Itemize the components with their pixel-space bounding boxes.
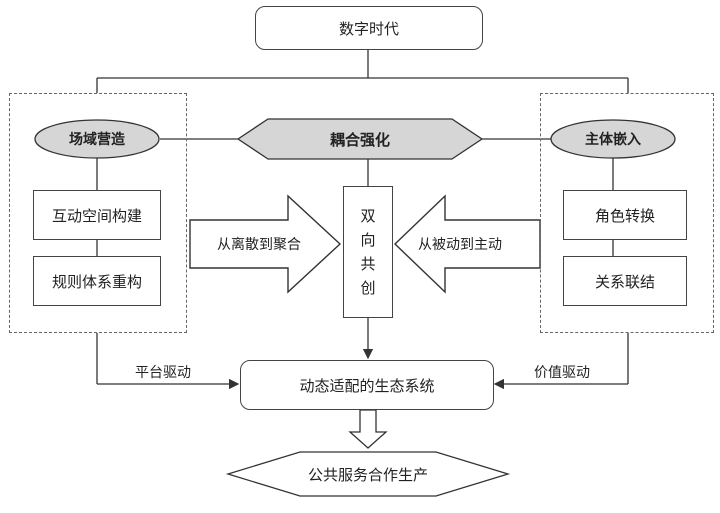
left-item-1-label: 互动空间构建 xyxy=(51,206,142,225)
left-arrow-label: 从离散到聚合 xyxy=(217,237,301,253)
co-creation-char-1: 双 xyxy=(360,207,376,225)
right-item-1: 角色转换 xyxy=(563,190,687,240)
right-arrow-label: 从被动到主动 xyxy=(418,237,502,253)
co-creation-char-3: 共 xyxy=(360,255,376,273)
top-title: 数字时代 xyxy=(338,19,399,38)
co-creation-char-4: 创 xyxy=(360,279,376,297)
output-label: 公共服务合作生产 xyxy=(307,465,428,484)
right-panel-header: 主体嵌入 xyxy=(585,132,641,148)
value-drive-label: 价值驱动 xyxy=(534,365,590,381)
co-creation-box: 双 向 共 创 xyxy=(343,186,393,318)
right-item-1-label: 角色转换 xyxy=(594,206,655,225)
left-block-arrow xyxy=(189,194,342,294)
coupling-hexagon xyxy=(236,118,484,160)
system-to-output-arrow xyxy=(348,409,388,449)
left-item-2-label: 规则体系重构 xyxy=(51,272,142,291)
ecosystem-label: 动态适配的生态系统 xyxy=(299,376,435,395)
left-panel-header: 场域营造 xyxy=(69,132,125,148)
right-panel xyxy=(540,93,714,333)
platform-drive-label: 平台驱动 xyxy=(135,365,191,381)
right-block-arrow xyxy=(393,194,541,294)
left-panel xyxy=(9,93,187,333)
right-item-2: 关系联结 xyxy=(563,256,687,306)
left-item-2: 规则体系重构 xyxy=(33,256,161,306)
ecosystem-box: 动态适配的生态系统 xyxy=(240,360,494,410)
co-creation-char-2: 向 xyxy=(360,231,376,249)
right-item-2-label: 关系联结 xyxy=(594,272,655,291)
top-box: 数字时代 xyxy=(255,6,483,50)
left-item-1: 互动空间构建 xyxy=(33,190,161,240)
output-diamond xyxy=(225,451,511,497)
coupling-label: 耦合强化 xyxy=(329,130,390,149)
